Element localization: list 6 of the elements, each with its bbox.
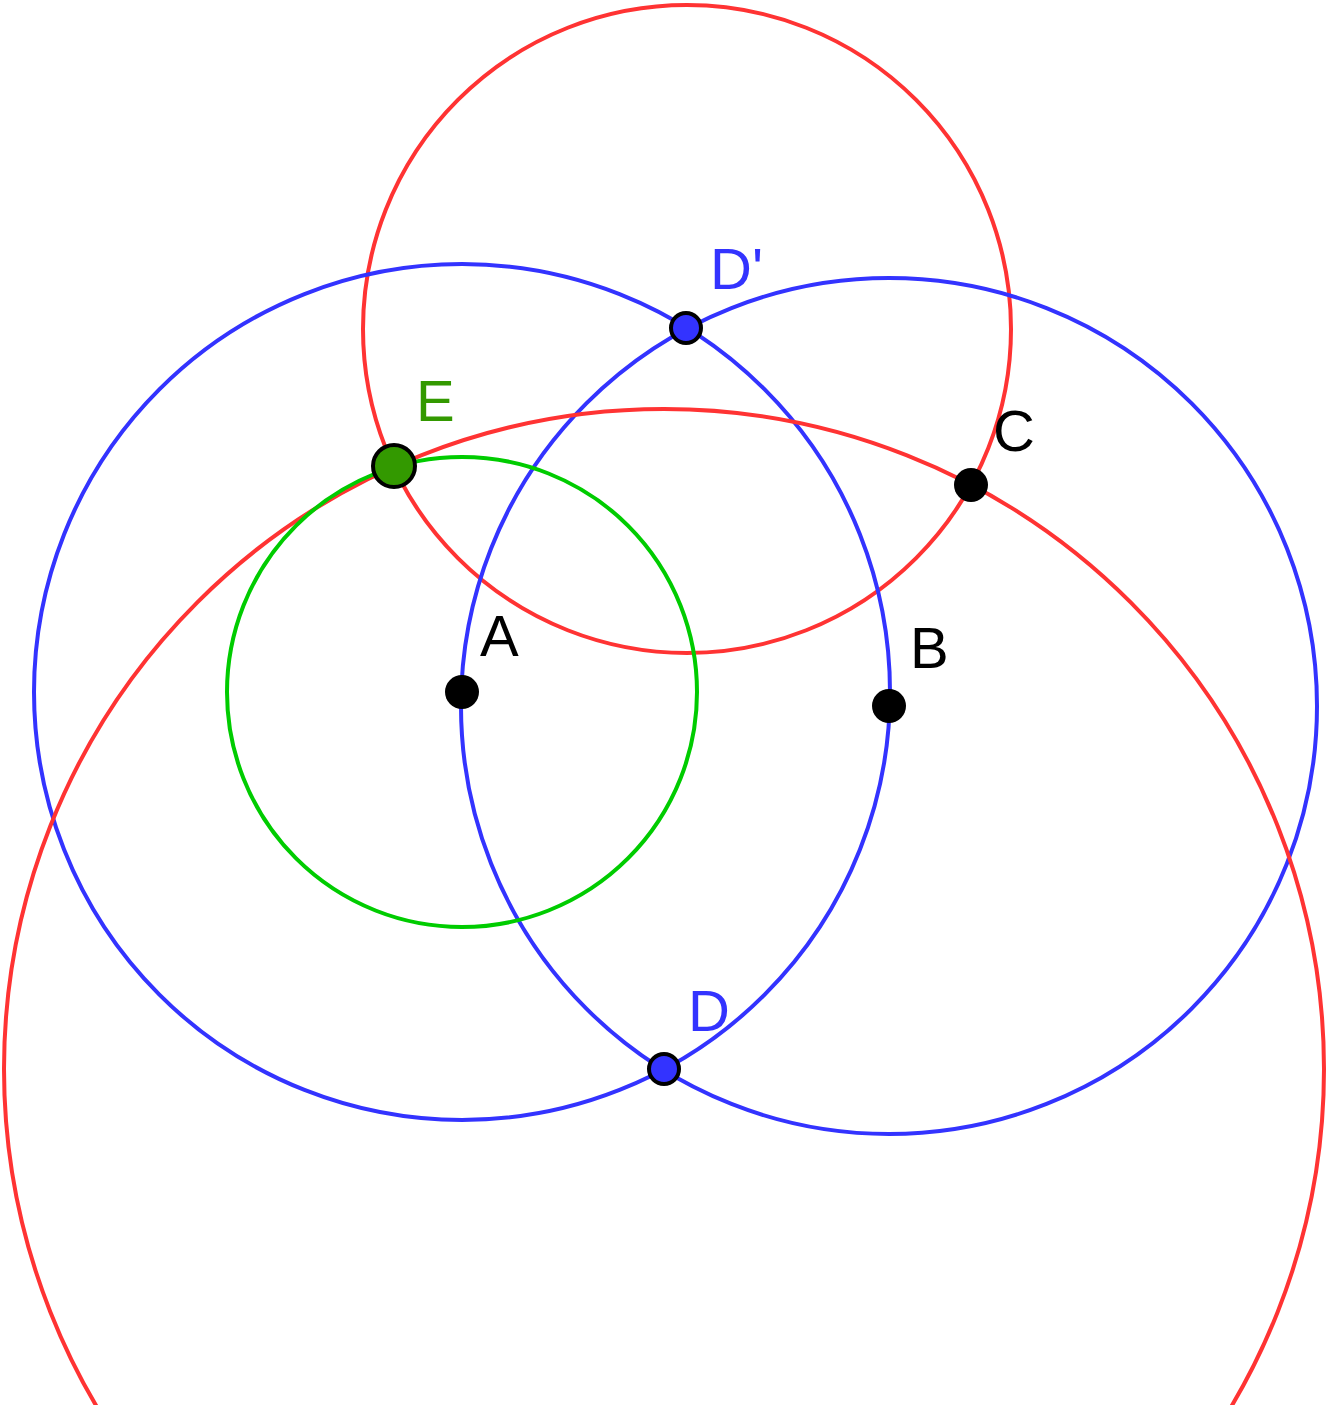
point-label: A [480, 607, 519, 665]
point-label: B [910, 619, 949, 677]
point-label: E [416, 372, 455, 430]
point-label: C [993, 402, 1035, 460]
point-label: D' [710, 240, 763, 298]
point-label: D [688, 982, 730, 1040]
